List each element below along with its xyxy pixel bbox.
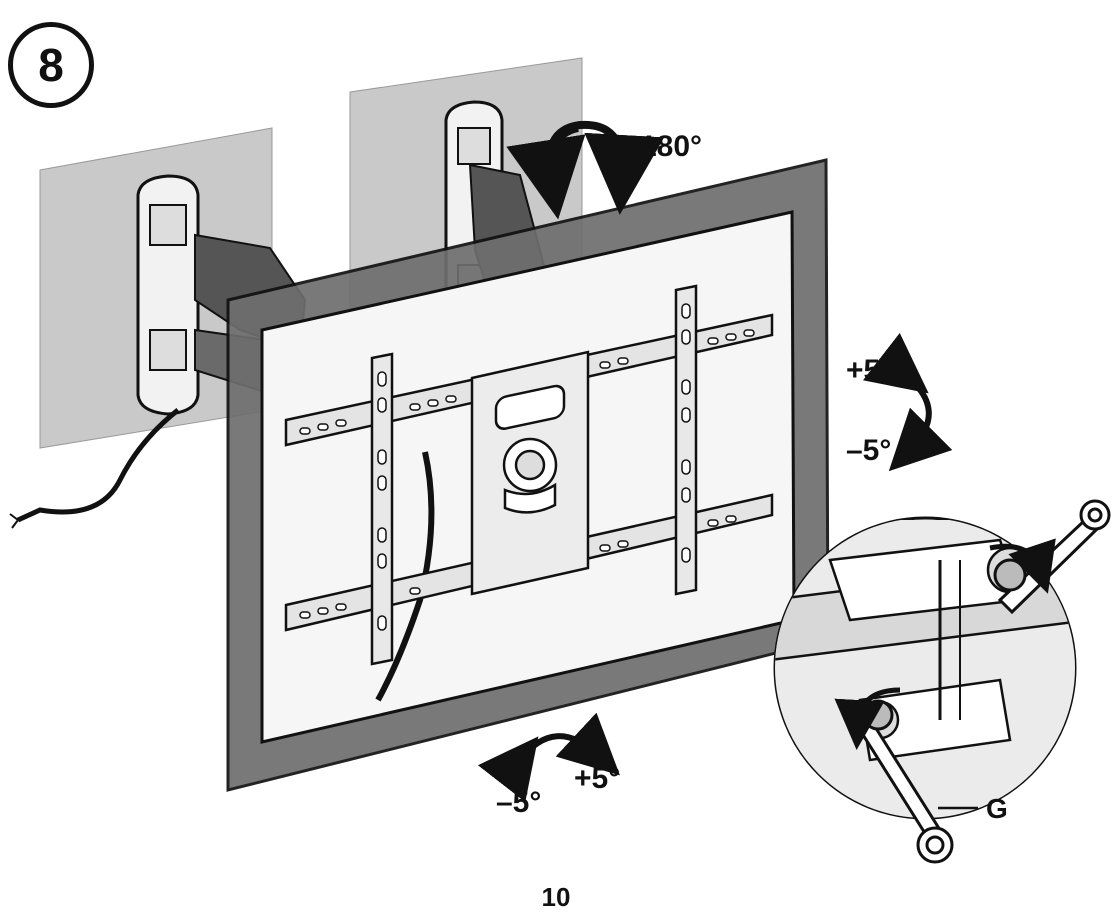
label-tool-g: G xyxy=(986,793,1008,824)
level-arrow xyxy=(477,712,620,803)
label-level-left: –5° xyxy=(496,786,541,819)
rotate-arrow-lower xyxy=(834,687,901,750)
step-number-badge: 8 xyxy=(8,22,94,108)
label-tilt-up: +5° xyxy=(846,354,892,387)
rotate-arrow-upper xyxy=(989,538,1056,594)
power-cable xyxy=(16,408,180,523)
vertical-brackets xyxy=(370,284,698,666)
tilt-plate xyxy=(470,350,590,596)
step-number: 8 xyxy=(38,39,64,91)
tv-cable-inside xyxy=(375,451,435,702)
swivel-arrow xyxy=(506,120,665,220)
label-level-right: +5° xyxy=(574,762,620,795)
bracket-left xyxy=(370,352,394,666)
bracket-right xyxy=(674,284,698,596)
detail-zoom-view xyxy=(773,499,1111,864)
tilt-arrow xyxy=(862,332,953,472)
label-swivel-180: 180° xyxy=(640,130,702,163)
label-tilt-down: –5° xyxy=(846,434,891,467)
page-number: 10 xyxy=(541,882,571,912)
